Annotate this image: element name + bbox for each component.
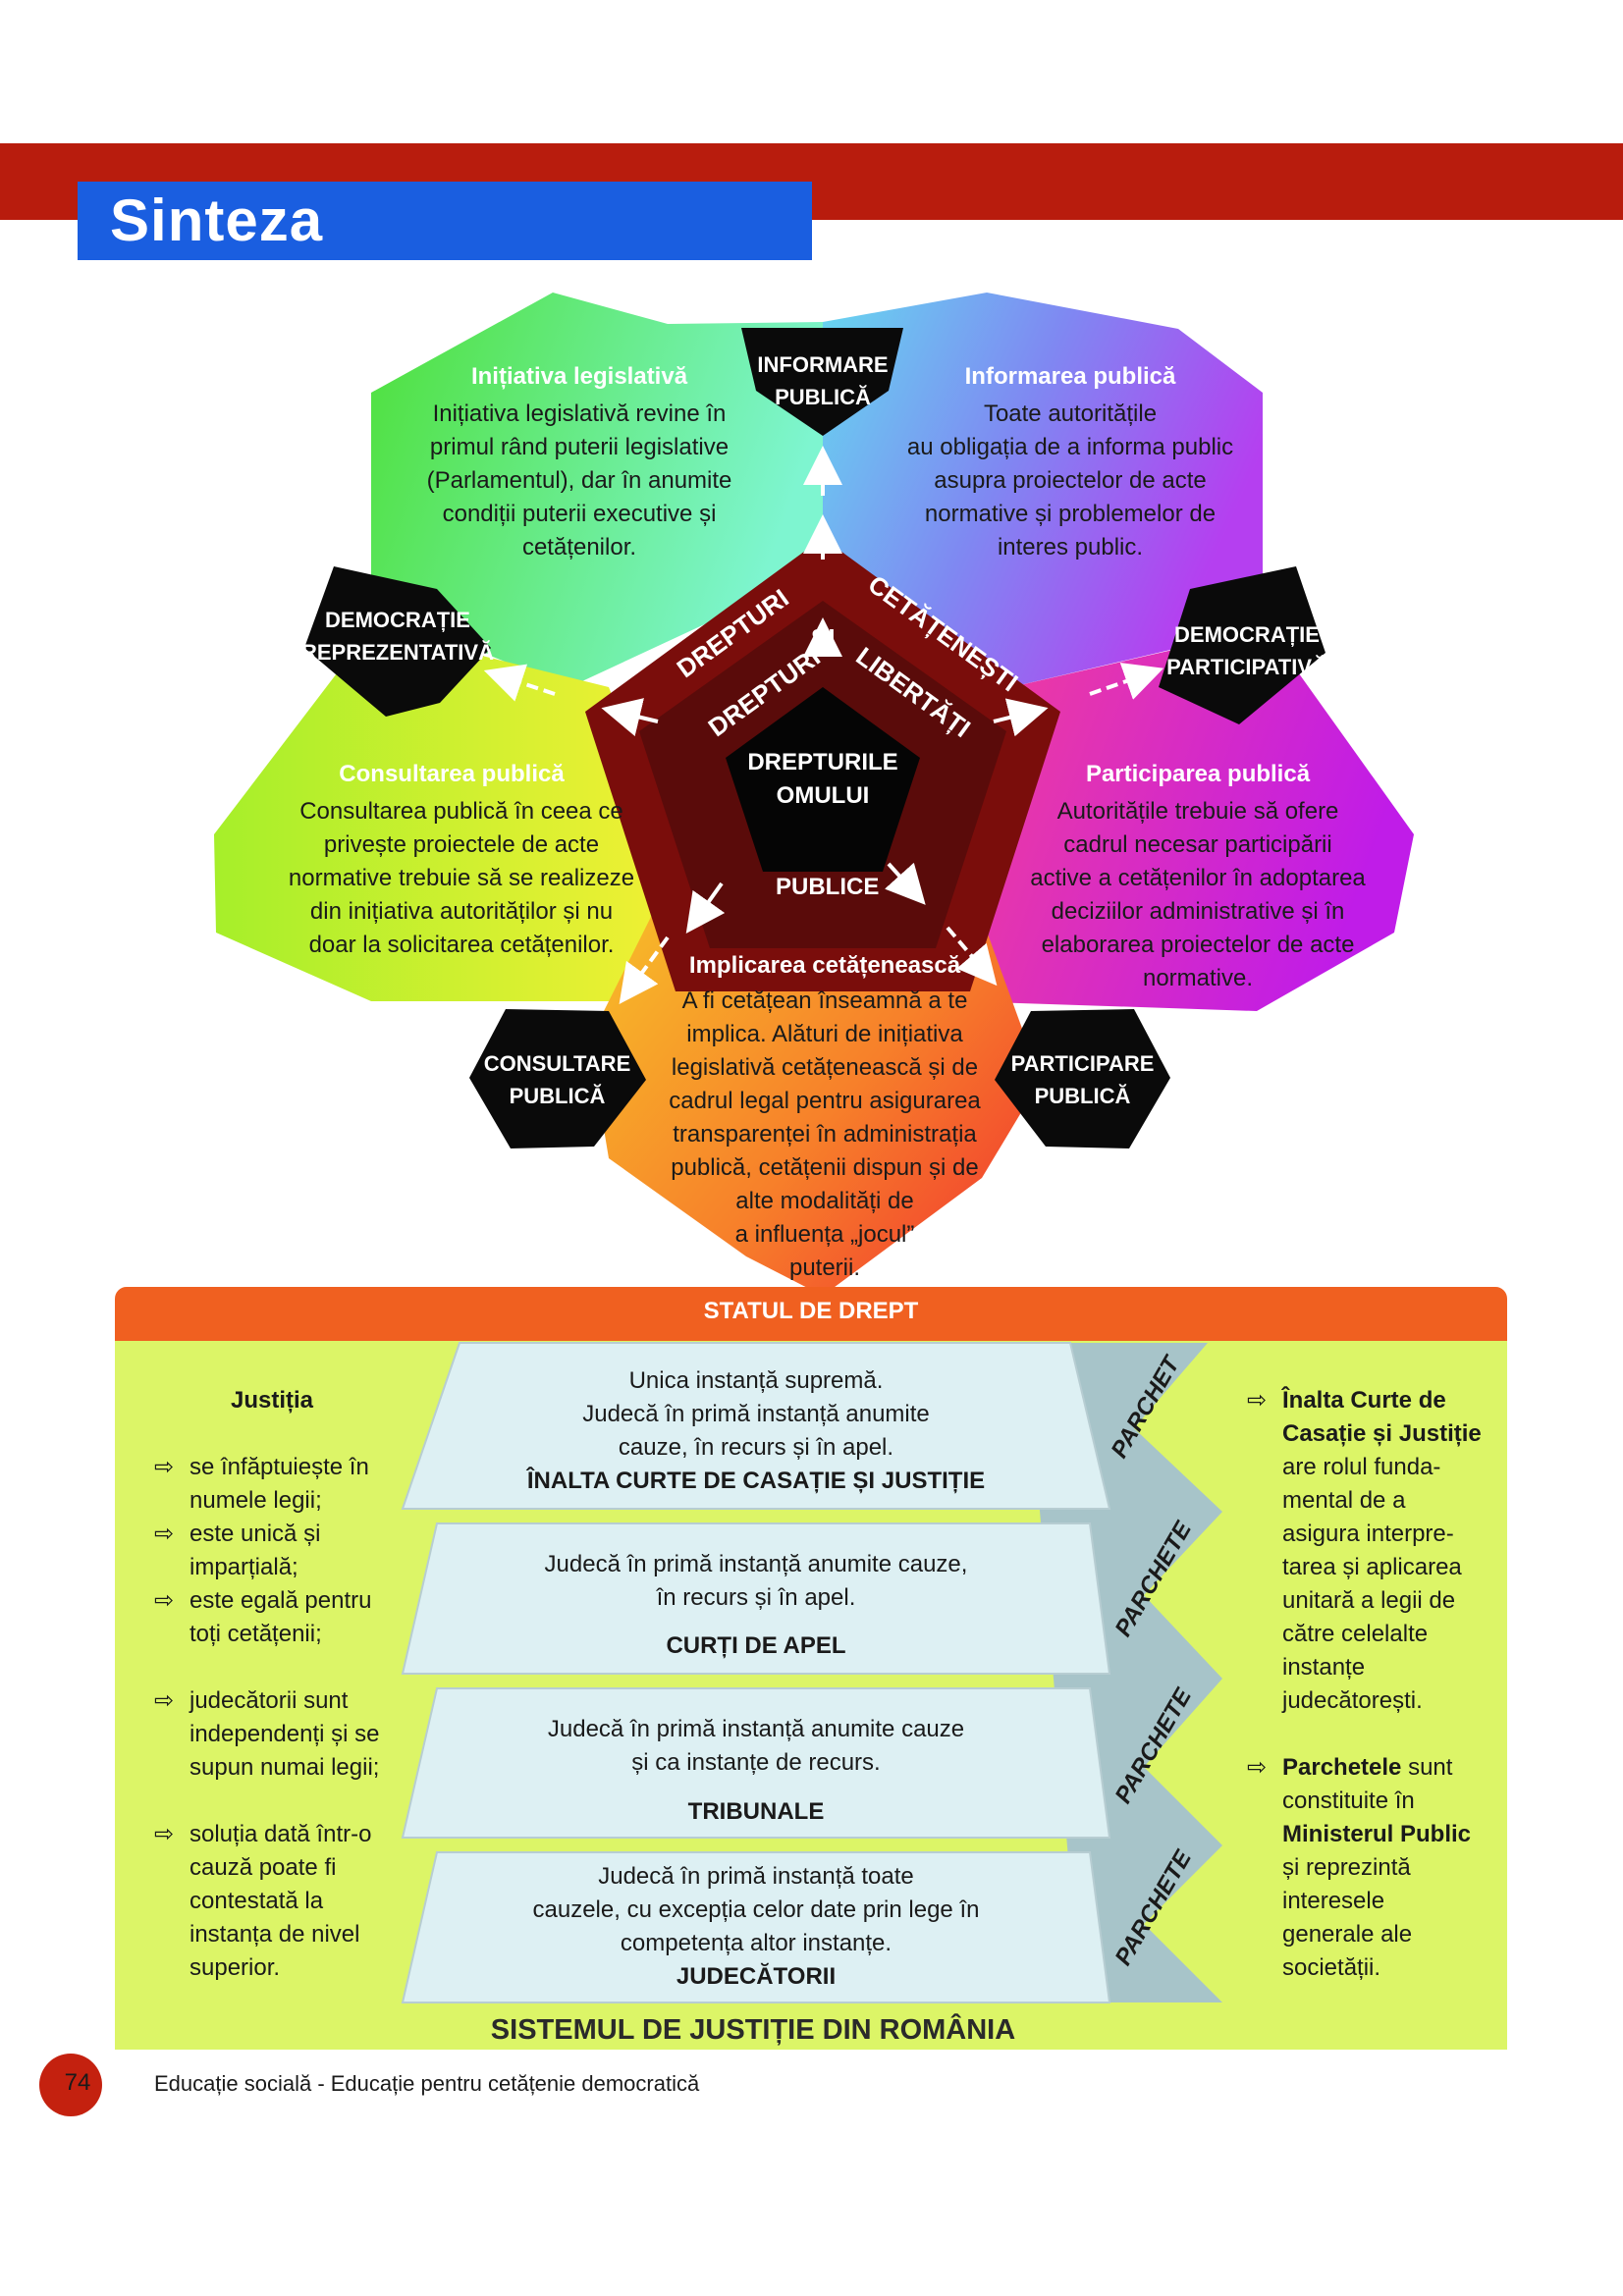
- arrow: [601, 698, 659, 737]
- pentagon-informare: [741, 328, 903, 436]
- court-level-4: [401, 1851, 1111, 2003]
- court-name-1: ÎNALTA CURTE DE CASAȚIE ȘI JUSTIȚIE: [526, 1468, 986, 1494]
- petal-participarea: [962, 628, 1414, 1011]
- court-level-2: [401, 1522, 1111, 1675]
- center-pentagon: [726, 687, 920, 872]
- court-name-3: TRIBUNALE: [687, 1798, 825, 1825]
- court-desc-4: Judecă în primă instanță toate cauzele, …: [532, 1863, 980, 1956]
- label-democratie-participativa: DEMOCRAȚIE PARTICIPATIVĂ: [1166, 622, 1327, 679]
- court-desc-2: Judecă în primă instanță anumite cauze, …: [544, 1551, 968, 1611]
- label-informare-publica: INFORMARE PUBLICĂ: [757, 352, 889, 409]
- title-box: [78, 182, 812, 260]
- panel-title-implicarea: Implicarea cetățenească: [688, 952, 961, 979]
- arrow: [885, 862, 926, 905]
- rights-diagram: [214, 293, 1414, 1296]
- petal-consultarea: [214, 628, 677, 1001]
- court-desc-1: Unica instanță supremă. Judecă în primă …: [582, 1367, 930, 1461]
- info-icccj: ⇨ Înalta Curte de Casație și Justiție ar…: [1247, 1384, 1492, 1718]
- page-number-badge: [39, 2054, 102, 2116]
- statul-de-drept-banner: [115, 1287, 1507, 1341]
- arrow: [946, 926, 998, 987]
- panel-title-consultarea: Consultarea publică: [339, 761, 565, 787]
- center-label-drepturile-omului: DREPTURILE OMULUI: [747, 749, 898, 809]
- page-title: Sinteza: [110, 187, 324, 253]
- arrow-right-icon: ⇨: [1247, 1387, 1268, 1414]
- justice-system-title: SISTEMUL DE JUSTIȚIE DIN ROMÂNIA: [490, 2014, 1016, 2046]
- court-level-3: [401, 1687, 1111, 1839]
- label-democratie-reprezentativa: DEMOCRAȚIE REPREZENTATIVĂ: [301, 608, 494, 665]
- ring-word-si: ȘI: [811, 623, 836, 653]
- panel-text-initiativa: Inițiativa legislativă revine în primul …: [426, 400, 732, 561]
- footer-text: Educație socială - Educație pentru cetăț…: [154, 2071, 700, 2096]
- statul-de-drept-label: STATUL DE DREPT: [703, 1298, 919, 1324]
- panel-text-informarea: Toate autoritățile au obligația de a inf…: [906, 400, 1234, 561]
- pentagon-democratie-participativa: [1159, 566, 1325, 724]
- pentagon-consultare: [469, 1009, 646, 1148]
- arrow-right-icon: ⇨: [154, 1821, 175, 1847]
- arrow: [1089, 663, 1164, 700]
- arrow: [685, 881, 726, 934]
- right-info-list: ⇨ Înalta Curte de Casație și Justiție ar…: [1247, 1384, 1492, 1985]
- arrow-right-icon: ⇨: [154, 1454, 175, 1480]
- arrow-right-icon: ⇨: [154, 1521, 175, 1547]
- pentagon-participare: [995, 1009, 1170, 1148]
- panel-text-consultarea: Consultarea publică în ceea ce privește …: [288, 798, 635, 958]
- panel-title-initiativa: Inițiativa legislativă: [470, 363, 688, 390]
- arrow: [483, 664, 556, 702]
- pentagon-democratie-reprezentativa: [304, 566, 491, 717]
- court-name-2: CURȚI DE APEL: [666, 1632, 846, 1659]
- info-parchetele: ⇨ Parchetele sunt constituite în Ministe…: [1247, 1751, 1492, 1985]
- petal-informarea: [823, 293, 1263, 687]
- page-number: 74: [64, 2069, 91, 2096]
- arrow-right-icon: ⇨: [1247, 1754, 1268, 1781]
- panel-text-implicarea: A fi cetățean înseamnă a te implica. Ală…: [669, 988, 981, 1281]
- panel-title-informarea: Informarea publică: [964, 363, 1176, 390]
- arrow-right-icon: ⇨: [154, 1687, 175, 1714]
- ring-word-publice: PUBLICE: [776, 874, 880, 900]
- court-name-4: JUDECĂTORII: [676, 1963, 837, 1990]
- justitia-title: Justiția: [231, 1387, 314, 1414]
- label-consultare-publica: CONSULTARE PUBLICĂ: [483, 1051, 631, 1108]
- petal-initiativa: [371, 293, 823, 687]
- panel-text-participarea: Autoritățile trebuie să ofere cadrul nec…: [1030, 798, 1366, 991]
- court-level-1: [401, 1342, 1111, 1510]
- court-desc-3: Judecă în primă instanță anumite cauze ș…: [547, 1716, 965, 1776]
- label-participare-publica: PARTICIPARE PUBLICĂ: [1010, 1051, 1155, 1108]
- arrow-right-icon: ⇨: [154, 1587, 175, 1614]
- arrow: [993, 698, 1049, 737]
- arrow: [619, 935, 670, 1004]
- panel-title-participarea: Participarea publică: [1085, 761, 1311, 787]
